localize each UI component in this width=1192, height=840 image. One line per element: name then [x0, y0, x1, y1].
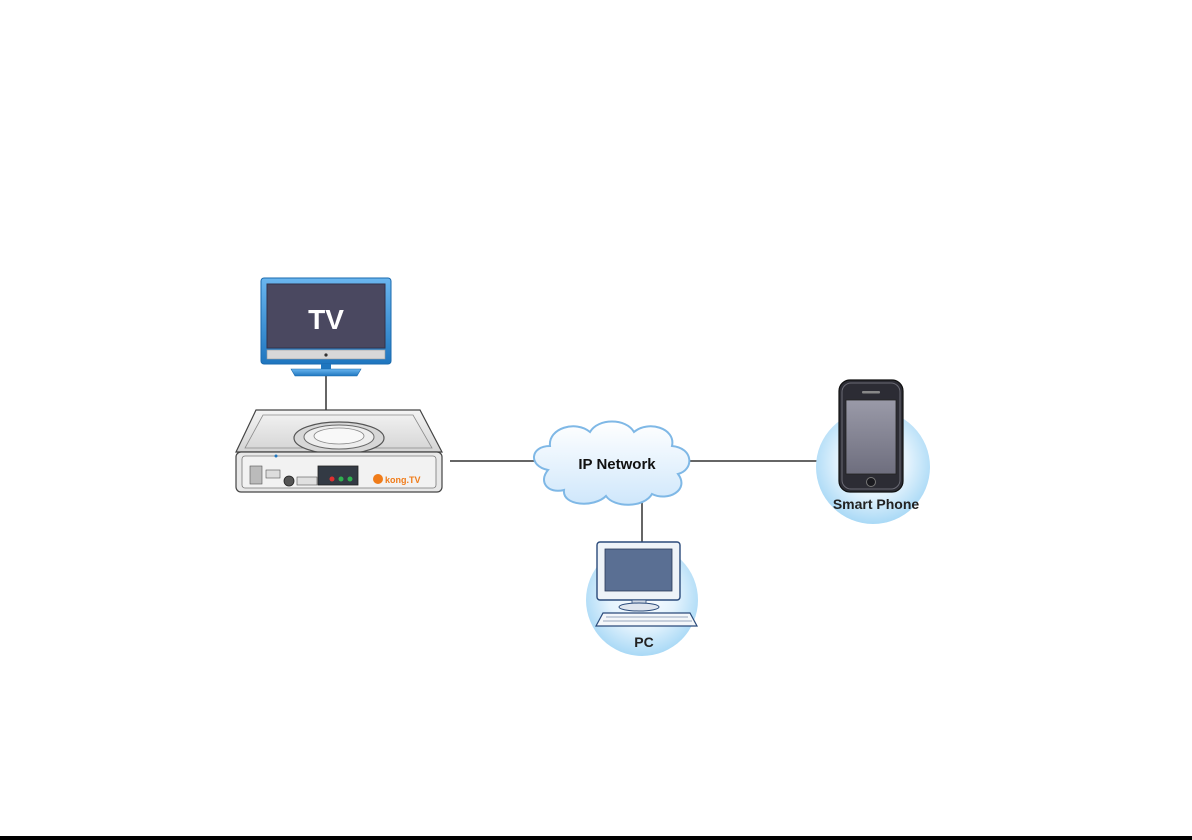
- phone-label: Smart Phone: [833, 496, 920, 512]
- network-label: IP Network: [578, 456, 656, 473]
- set-top-box-node: kong.TV: [236, 410, 442, 492]
- tv-power-dot-icon: [324, 353, 327, 356]
- box-round-port-icon: [284, 476, 294, 486]
- tv-node: TV: [261, 278, 391, 376]
- pc-monitor-screen: [605, 549, 672, 591]
- box-port-strip: [266, 470, 280, 478]
- smart-phone-node: Smart Phone: [816, 380, 930, 524]
- ip-network-node: IP Network: [534, 422, 689, 505]
- box-brand-logo-icon: [373, 474, 383, 484]
- box-dial-inner: [314, 428, 364, 444]
- box-led-red-icon: [330, 477, 335, 482]
- phone-speaker-slot: [862, 391, 880, 394]
- box-led-green2-icon: [348, 477, 353, 482]
- pc-monitor-base: [619, 603, 659, 611]
- box-display-panel: [318, 466, 358, 485]
- tv-stand-base: [291, 369, 361, 376]
- pc-label: PC: [634, 634, 653, 650]
- pc-keyboard: [596, 613, 697, 626]
- box-led-green-icon: [339, 477, 344, 482]
- phone-home-button-icon: [867, 478, 876, 487]
- pc-node: PC: [586, 542, 698, 656]
- box-small-ports: [297, 477, 317, 485]
- box-brand-label: kong.TV: [385, 475, 421, 485]
- tv-label: TV: [308, 304, 344, 335]
- box-card-slot: [250, 466, 262, 484]
- tv-stand-neck: [321, 364, 331, 369]
- box-indicator-dot-icon: [275, 455, 278, 458]
- phone-screen: [846, 400, 896, 474]
- bottom-rule: [0, 836, 1192, 840]
